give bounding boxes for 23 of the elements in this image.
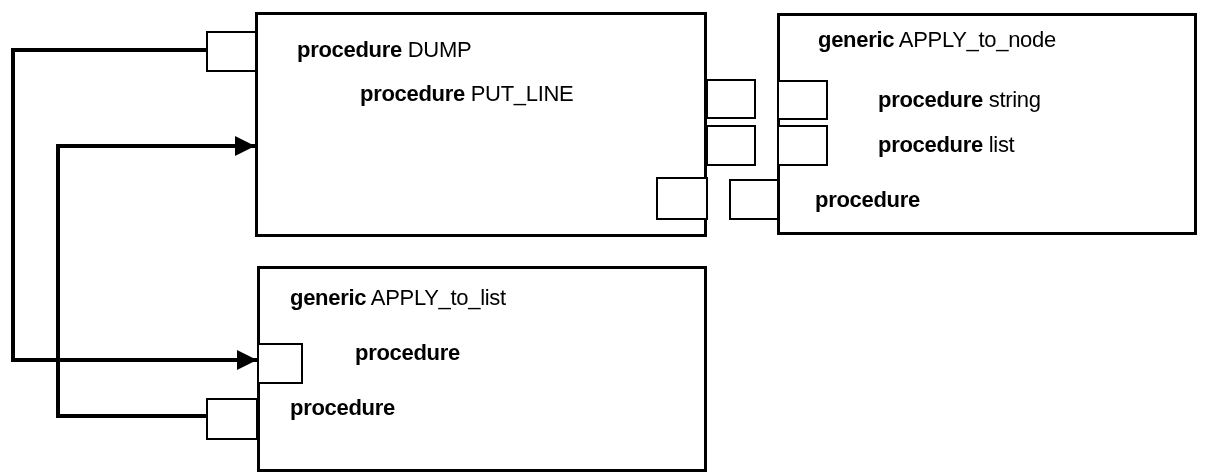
port-box xyxy=(777,125,828,166)
port-box xyxy=(656,177,708,220)
declaration-text: procedure string xyxy=(878,87,1041,113)
module-box xyxy=(777,13,1197,235)
declaration-text: procedure xyxy=(355,340,460,366)
port-box xyxy=(777,80,828,120)
declaration-text: procedure xyxy=(815,187,920,213)
declaration-text: procedure PUT_LINE xyxy=(360,81,574,107)
declaration-text: generic APPLY_to_list xyxy=(290,285,506,311)
module-box xyxy=(255,12,707,237)
connector-arrow xyxy=(11,48,257,370)
port-box xyxy=(706,125,756,166)
port-box xyxy=(706,79,756,119)
declaration-text: procedure xyxy=(290,395,395,421)
port-box xyxy=(206,31,257,72)
port-box xyxy=(206,398,258,440)
module-box xyxy=(257,266,707,472)
declaration-text: procedure list xyxy=(878,132,1015,158)
connector-arrow xyxy=(56,136,255,418)
declaration-text: procedure DUMP xyxy=(297,37,472,63)
declaration-text: generic APPLY_to_node xyxy=(818,27,1056,53)
port-box xyxy=(257,343,303,384)
port-box xyxy=(729,179,779,220)
